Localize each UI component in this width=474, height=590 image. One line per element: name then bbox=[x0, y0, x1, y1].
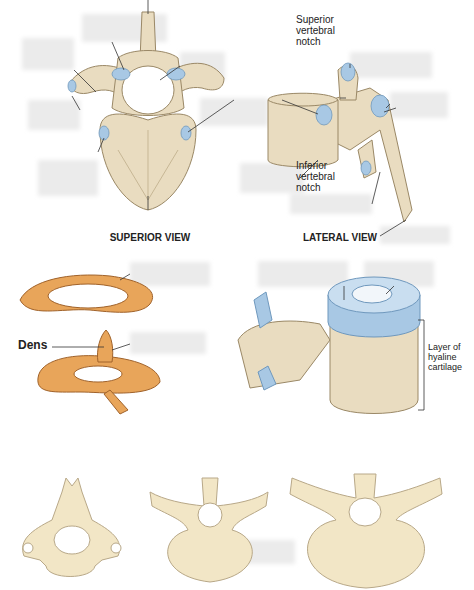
cervical-vertebra bbox=[54, 526, 90, 554]
leader-line bbox=[120, 274, 130, 280]
bracket bbox=[344, 286, 345, 300]
lateral-view-vertebra bbox=[268, 65, 412, 222]
cervical-vertebra bbox=[23, 543, 33, 553]
articular-facet bbox=[316, 105, 332, 125]
leader-line bbox=[188, 100, 234, 132]
blank-label bbox=[200, 98, 268, 126]
leader-line bbox=[148, 196, 149, 210]
intervertebral-disc bbox=[258, 366, 276, 390]
part-label: Layer of hyaline cartilage bbox=[428, 343, 474, 373]
articular-facet bbox=[112, 68, 130, 80]
leader-line bbox=[386, 104, 390, 108]
leader-line bbox=[112, 42, 124, 70]
blank-label bbox=[350, 52, 432, 78]
lateral-view-vertebra bbox=[358, 140, 376, 178]
part-label: Dens bbox=[18, 339, 58, 352]
blank-label bbox=[22, 14, 450, 564]
cervical-vertebra bbox=[111, 543, 121, 553]
blank-label bbox=[22, 38, 74, 70]
thoracic-vertebra bbox=[150, 478, 268, 582]
atlas-axis bbox=[74, 366, 122, 382]
superior-view-vertebra bbox=[148, 130, 149, 200]
part-label: Superior vertebral notch bbox=[296, 14, 352, 47]
intervertebral-disc bbox=[254, 277, 420, 390]
superior-view-vertebra bbox=[100, 114, 196, 210]
articular-facet bbox=[371, 95, 389, 117]
bracket bbox=[344, 286, 424, 410]
leader-line bbox=[380, 220, 406, 236]
articular-facet bbox=[316, 63, 389, 175]
atlas-axis bbox=[104, 390, 128, 414]
leader-line bbox=[340, 98, 346, 99]
intervertebral-disc bbox=[328, 277, 420, 313]
atlas-axis bbox=[48, 284, 128, 308]
articular-facet bbox=[181, 126, 191, 140]
articular-facet bbox=[68, 80, 76, 92]
leader-line bbox=[74, 70, 96, 92]
articular-facet bbox=[167, 68, 185, 80]
atlas-axis bbox=[20, 275, 153, 312]
lumbar-vertebra bbox=[349, 498, 381, 526]
thoracic-vertebra bbox=[150, 478, 268, 582]
leader-line bbox=[372, 172, 380, 204]
lumbar-vertebra bbox=[290, 474, 442, 588]
blank-label bbox=[290, 194, 372, 214]
bracket bbox=[386, 286, 394, 294]
leader-line bbox=[72, 0, 234, 210]
leader-line bbox=[52, 347, 104, 348]
blank-label bbox=[28, 100, 80, 130]
leader-line bbox=[160, 66, 180, 80]
blank-label bbox=[240, 163, 304, 193]
view-caption: SUPERIOR VIEW bbox=[90, 232, 210, 243]
superior-view-vertebra bbox=[70, 12, 224, 210]
vertebral-body bbox=[238, 321, 330, 388]
leader-line bbox=[98, 138, 104, 152]
thoracic-vertebra bbox=[198, 503, 222, 527]
blank-label bbox=[380, 226, 450, 244]
lateral-view-vertebra bbox=[268, 100, 338, 106]
leader-line bbox=[282, 64, 406, 236]
blank-label bbox=[130, 262, 210, 286]
superior-view-vertebra bbox=[112, 51, 184, 116]
leader-line bbox=[384, 108, 396, 112]
lateral-view-vertebra bbox=[330, 88, 412, 222]
lumbar-vertebra bbox=[290, 474, 442, 588]
blank-label bbox=[390, 92, 448, 118]
leader-line bbox=[282, 100, 318, 114]
atlas-axis bbox=[97, 330, 112, 362]
part-label: Inferior vertebral notch bbox=[296, 160, 352, 193]
articular-facet bbox=[68, 68, 191, 140]
blank-label bbox=[258, 261, 348, 287]
leader-line bbox=[72, 96, 80, 110]
leader-line bbox=[148, 0, 149, 14]
leader-line bbox=[112, 344, 130, 350]
blank-label bbox=[130, 332, 206, 354]
articular-facet bbox=[361, 161, 371, 175]
articular-facet bbox=[341, 63, 355, 81]
leader-line bbox=[350, 64, 351, 68]
bracket bbox=[418, 320, 424, 410]
cervical-vertebra bbox=[23, 478, 120, 577]
view-caption: LATERAL VIEW bbox=[280, 232, 400, 243]
intervertebral-disc bbox=[254, 292, 272, 328]
vertebral-body bbox=[330, 325, 418, 414]
blank-label bbox=[38, 160, 98, 196]
articular-facet bbox=[99, 126, 109, 140]
leader-line bbox=[52, 274, 130, 350]
lateral-view-vertebra bbox=[268, 93, 338, 167]
cervical-vertebra bbox=[23, 478, 121, 577]
